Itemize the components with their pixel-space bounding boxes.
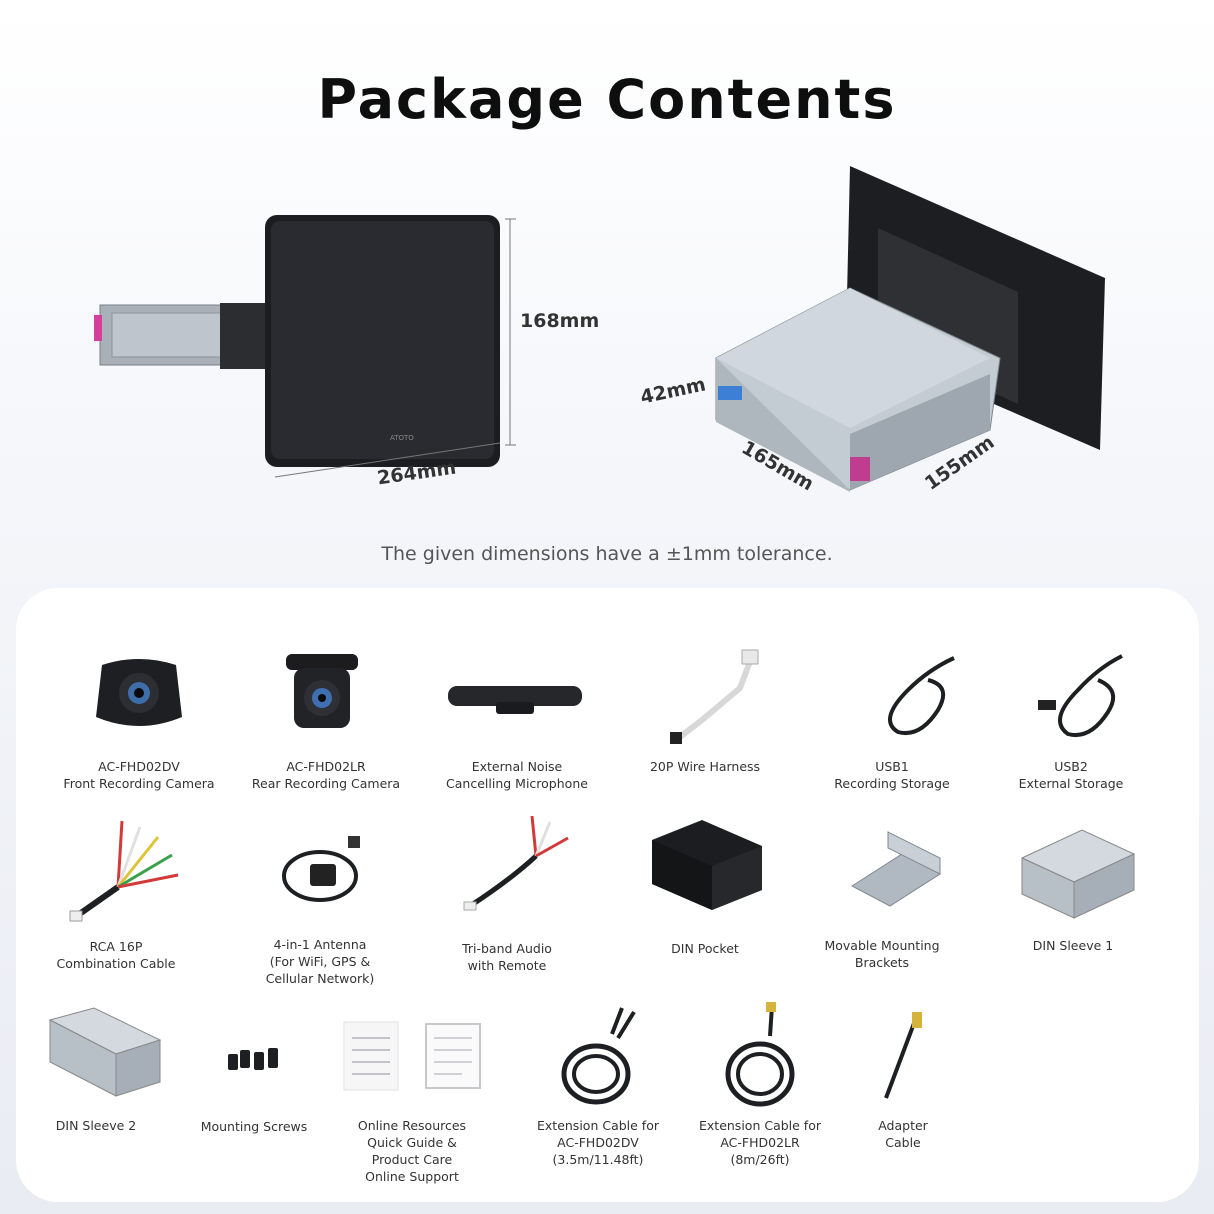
mounting-screws-icon [228,1048,278,1070]
thickness-dimension: 42mm [638,373,708,409]
din-sleeve-1-icon [1020,829,1136,919]
mounting-brackets-icon [851,831,941,907]
usb2-cable-icon [1038,654,1123,737]
rear-camera-icon [286,654,358,728]
din-pocket-icon [652,820,762,910]
triband-audio-icon [463,815,569,911]
rca-cable-icon [69,820,179,922]
adapter-cable-icon [884,1012,922,1099]
antenna-icon [282,836,360,902]
brand-mark: ATOTO [390,434,414,442]
usb1-cable-icon [888,656,955,735]
din-sleeve-2-icon [48,1007,162,1097]
antenna-label: 4-in-1 Antenna(For WiFi, GPS &Cellular N… [265,937,375,986]
din-pocket-label: DIN Pocket [671,941,739,956]
height-dimension: 168mm [520,310,600,332]
page-title: Package Contents [317,68,897,131]
tolerance-note: The given dimensions have a ±1mm toleran… [381,543,833,565]
front-camera-icon [96,659,182,726]
mounting-screws-label: Mounting Screws [200,1119,308,1134]
head-unit-front-illustration: ATOTO [94,215,516,478]
microphone-icon [448,686,582,714]
wire-harness-icon [670,649,759,744]
extension-cable-dv-icon [561,1007,636,1105]
extension-cable-lr-icon [725,1002,795,1107]
wire-harness-label: 20P Wire Harness [649,759,761,774]
online-resources-icon [343,1021,481,1091]
head-unit-back-illustration [715,166,1105,492]
din-sleeve-2-label: DIN Sleeve 2 [55,1118,137,1133]
din-sleeve-1-label: DIN Sleeve 1 [1032,938,1114,953]
